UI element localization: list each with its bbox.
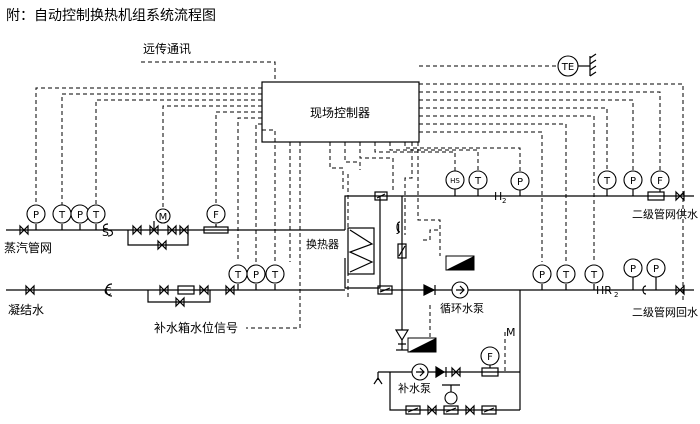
makeup-pump-loop [373,337,520,416]
steam-p-gauge-2: P [77,210,83,221]
te-sensor-label: TE [561,62,574,73]
cond-t-gauge-2: T [271,270,279,281]
te-sensor [557,53,597,77]
steam-t-gauge-2: T [92,210,100,221]
diagram-title: 附：自动控制换热机组系统流程图 [6,7,216,24]
return-t-gauge-2: T [590,270,598,281]
mark-s: S [102,226,109,239]
mark-hr2: HR [596,284,612,297]
heat-exchanger-label: 换热器 [306,237,339,251]
makeup-f-gauge: F [487,352,493,363]
tank-signal-label: 补水箱水位信号 [154,320,238,335]
makeup-flow-gauge [480,346,500,366]
supply-hs-gauge: HS [450,177,460,185]
secondary-supply-line [374,188,694,290]
supply-t-gauge-2: T [603,176,611,187]
sec-supply-label: 二级管网供水 [632,207,698,221]
supply-f-gauge: F [657,176,663,187]
cond-p-gauge: P [253,270,259,281]
mark-j: J [396,222,400,235]
makeup-pump-label: 补水泵 [398,382,431,395]
steam-instruments [26,204,226,224]
remote-comm-label: 远传通讯 [143,41,191,56]
circ-pump-label: 循环水泵 [440,302,484,315]
steam-supply-line [6,221,345,251]
return-p-gauge-3: P [653,264,659,275]
steam-flow-f: F [213,210,219,221]
supply-t-gauge-1: T [474,176,482,187]
steam-t-gauge-1: T [58,210,66,221]
supply-instruments [445,170,670,191]
steam-p-gauge-1: P [33,210,39,221]
condensate-line [25,283,276,308]
return-p-gauge-1: P [539,270,545,281]
return-line [377,255,694,410]
mark-h2: H [494,190,502,203]
mark-c: C [104,285,112,298]
return-t-gauge-1: T [562,270,570,281]
mark-hr2-sub: 2 [614,291,618,299]
return-instruments [532,258,666,284]
cond-t-gauge-1: T [234,270,242,281]
mark-h2-sub: 2 [502,197,506,205]
supply-p-gauge-2: P [630,176,636,187]
condensate-instruments [228,264,285,284]
condensate-label: 凝结水 [8,302,44,317]
steam-motor-valve-m: M [159,212,168,223]
supply-p-gauge-1: P [517,177,523,188]
mark-m: M [506,326,516,339]
heat-exchanger [6,195,381,291]
steam-net-label: 蒸汽管网 [4,240,52,255]
signal-lines [35,61,684,373]
return-p-gauge-2: P [630,264,636,275]
sec-return-label: 二级管网回水 [632,305,698,319]
field-controller-label: 现场控制器 [310,106,370,120]
